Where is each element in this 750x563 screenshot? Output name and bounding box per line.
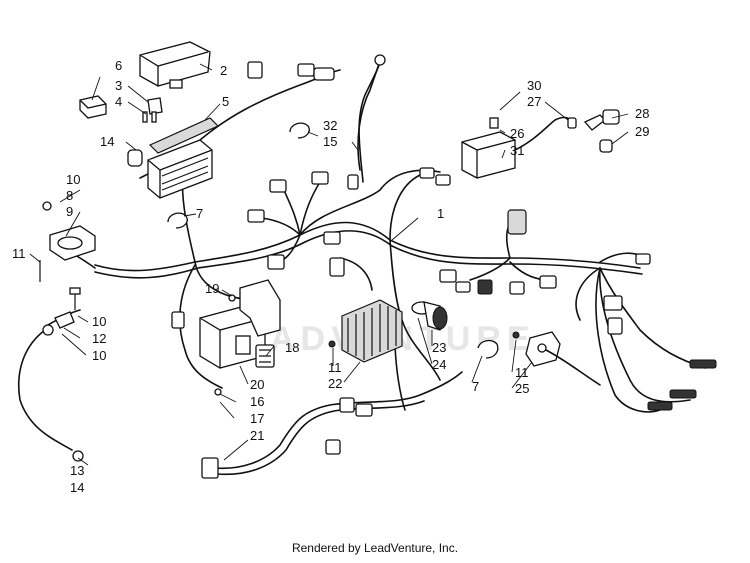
callout-9: 9 xyxy=(66,204,73,219)
harness-connectors xyxy=(171,61,717,479)
callout-15: 15 xyxy=(323,134,337,149)
footer-credit: Rendered by LeadVenture, Inc. xyxy=(291,541,459,555)
relay-box-cover xyxy=(139,41,211,89)
fuse-relay-block xyxy=(127,139,213,199)
callout-10-mid: 10 xyxy=(92,314,106,329)
retainer-ring xyxy=(477,339,499,359)
callout-10-low: 10 xyxy=(92,348,106,363)
callout-25: 25 xyxy=(515,381,529,396)
callout-23: 23 xyxy=(432,340,446,355)
callout-6: 6 xyxy=(115,58,122,73)
clamp-7a xyxy=(167,212,188,229)
callout-11-mid: 11 xyxy=(328,360,342,375)
callout-1: 1 xyxy=(437,206,444,221)
clamp-32 xyxy=(289,122,310,139)
callout-29: 29 xyxy=(635,124,649,139)
callout-11-left: 11 xyxy=(12,246,26,261)
callout-21: 21 xyxy=(250,428,264,443)
leader-lines xyxy=(29,63,629,466)
battery-cables xyxy=(17,54,386,462)
callout-16: 16 xyxy=(250,394,264,409)
callout-22: 22 xyxy=(328,376,342,391)
callout-7-right: 7 xyxy=(472,379,479,394)
callout-28: 28 xyxy=(635,106,649,121)
connector-18 xyxy=(255,344,275,368)
callouts: 1 2 6 3 4 5 14 7 10 8 9 11 10 12 10 13 1… xyxy=(12,58,649,495)
cdi-box xyxy=(461,116,576,179)
callout-8: 8 xyxy=(66,188,73,203)
callout-12: 12 xyxy=(92,331,106,346)
lower-harness xyxy=(214,344,463,476)
callout-31: 31 xyxy=(510,143,524,158)
callout-14-top: 14 xyxy=(100,134,114,149)
fuse-strip xyxy=(148,117,220,154)
mounting-bracket xyxy=(228,279,281,337)
callout-24: 24 xyxy=(432,357,446,372)
battery-terminal xyxy=(42,311,75,336)
callout-13: 13 xyxy=(70,463,84,478)
callout-26: 26 xyxy=(510,126,524,141)
callout-32: 32 xyxy=(323,118,337,133)
callout-3: 3 xyxy=(115,78,122,93)
callout-19: 19 xyxy=(205,281,219,296)
relay xyxy=(79,95,107,119)
switch-plate xyxy=(512,331,601,386)
fuse xyxy=(142,97,163,123)
callout-17: 17 xyxy=(250,411,264,426)
spark-plug-cap xyxy=(567,109,620,153)
callout-10-top: 10 xyxy=(66,172,80,187)
callout-2: 2 xyxy=(220,63,227,78)
switch-assembly xyxy=(39,201,96,310)
callout-11-right: 11 xyxy=(515,365,529,380)
callout-4: 4 xyxy=(115,94,122,109)
callout-7-left: 7 xyxy=(196,206,203,221)
callout-5: 5 xyxy=(222,94,229,109)
callout-14-bottom: 14 xyxy=(70,480,84,495)
accessory-outlet xyxy=(411,301,448,331)
callout-18: 18 xyxy=(285,340,299,355)
callout-27: 27 xyxy=(527,94,541,109)
voltage-regulator xyxy=(328,299,403,363)
callout-20: 20 xyxy=(250,377,264,392)
callout-30: 30 xyxy=(527,78,541,93)
